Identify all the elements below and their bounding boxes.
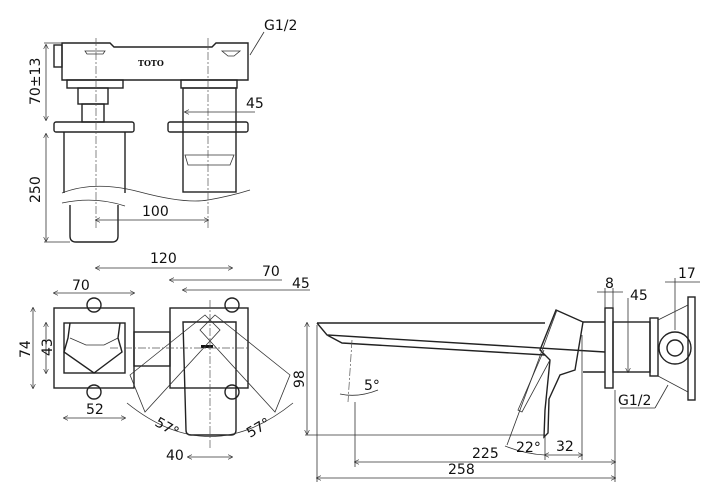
dim-lever-offset: 32 [556,439,574,455]
spout [316,322,606,356]
angle-lever: 22° [516,440,541,456]
brand-logo: TOTO [138,58,164,68]
dim-centers: 120 [150,251,177,267]
end-cap [53,44,63,68]
dim-valve-depth: 17 [678,266,696,282]
dim-body: 45 [630,288,648,304]
handle [182,321,237,436]
dim-plate-right: 70 [262,264,280,280]
dim-spout-reach: 225 [472,446,499,462]
cartridge [182,87,237,193]
dim-inner-height: 43 [40,338,56,356]
angle-flow: 5° [364,378,380,394]
dim-wall-depth: 250 [28,176,44,203]
lever [539,309,584,439]
valve-body [61,42,249,81]
flange-left [53,121,135,133]
wall-flange [604,307,614,389]
front-view: 120 70 70 45 74 43 52 40 57° 57° [18,251,310,464]
angle-left: 57° [152,415,182,441]
label-thread-side: G1/2 [618,393,651,409]
label-thread-top: G1/2 [264,18,297,34]
dim-plate-left: 70 [72,278,90,294]
dim-height: 98 [292,370,308,388]
dim-cartridge: 45 [246,96,264,112]
dim-flange: 8 [605,276,614,292]
dim-height-adjust: 70±13 [28,58,44,105]
dim-handle-width: 40 [166,448,184,464]
top-view: TOTO 70±13 250 100 45 G1/2 [28,18,297,243]
dim-plate-height: 74 [18,340,34,358]
dim-total-length: 258 [448,462,475,478]
dim-handle: 45 [292,276,310,292]
side-view: 5° 98 22° 32 225 258 8 45 17 G1/2 [292,266,700,482]
dim-inner-width: 52 [86,402,104,418]
valve-icon [658,331,692,365]
dim-center-distance: 100 [142,204,169,220]
